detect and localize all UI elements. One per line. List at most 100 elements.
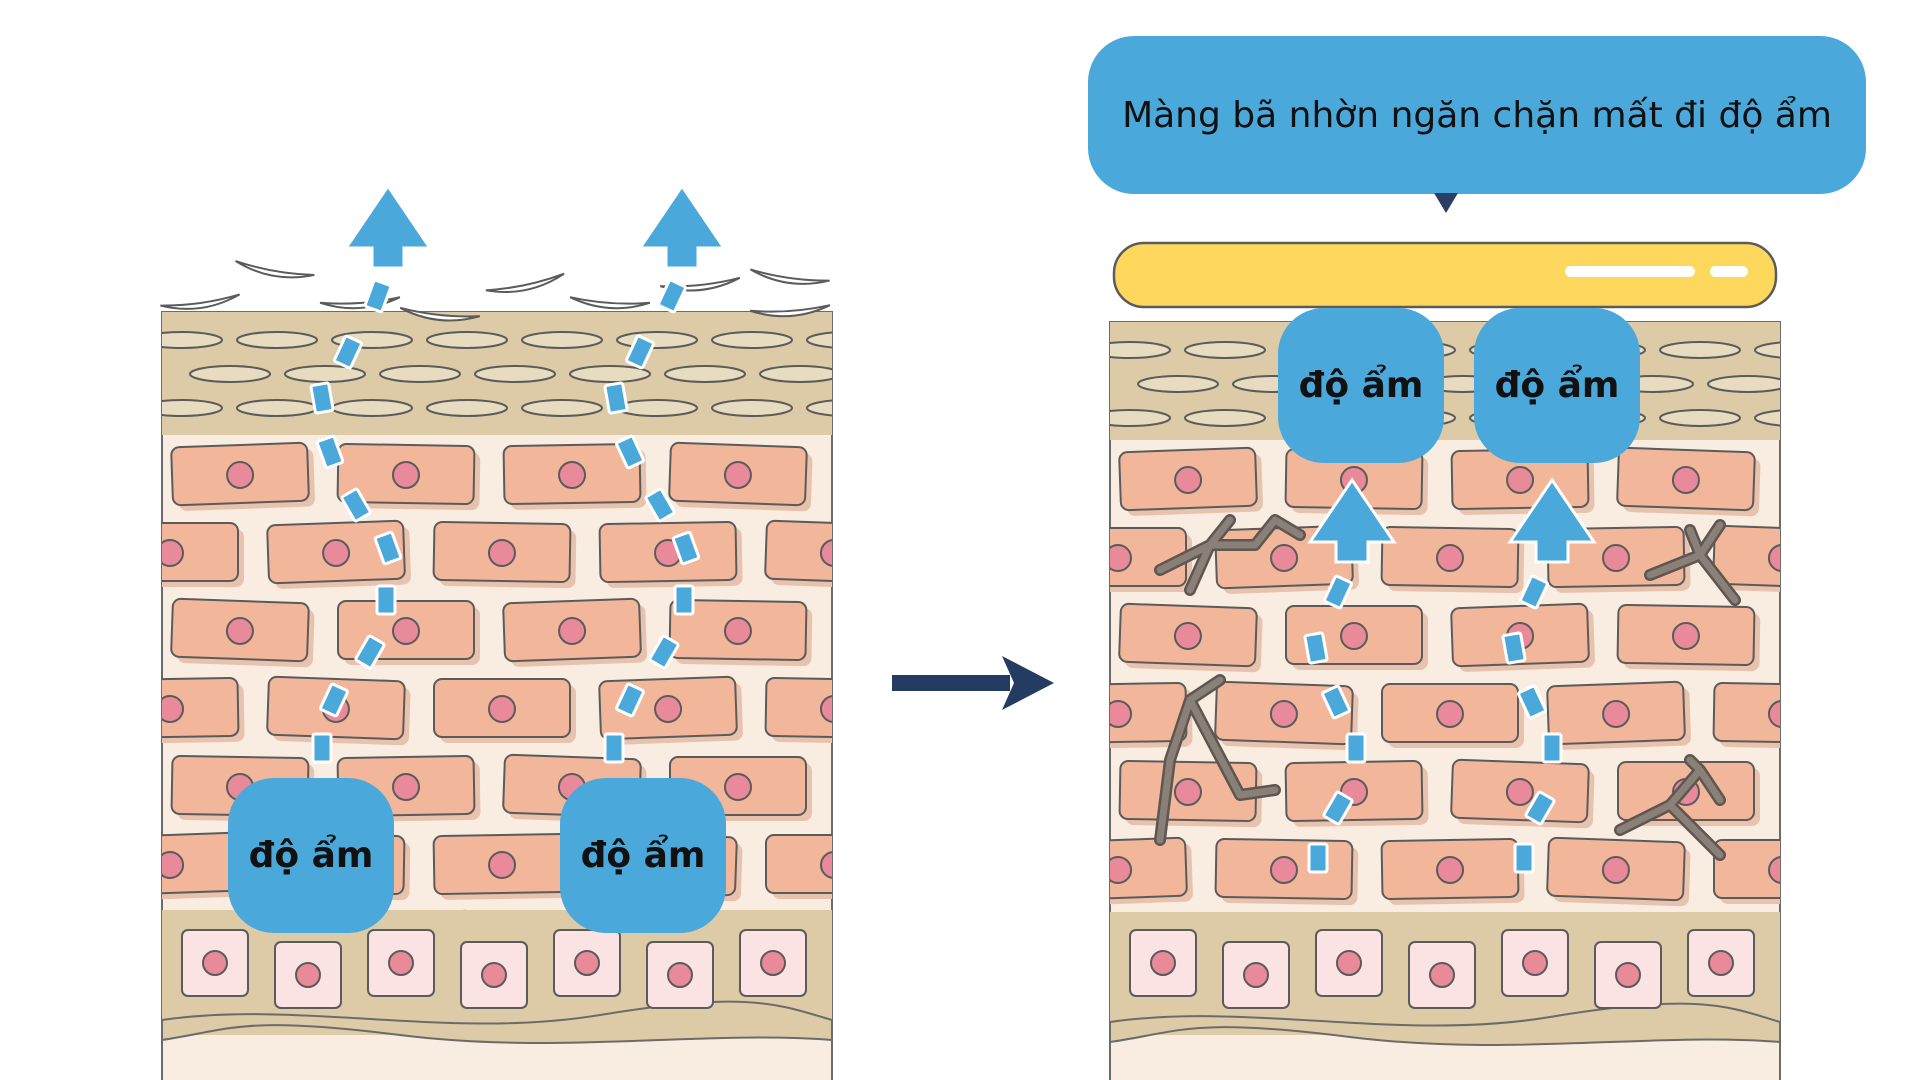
basal-nucleus: [1336, 950, 1362, 976]
cell-body: [836, 445, 972, 503]
cell-nucleus: [891, 774, 918, 801]
cell-body: [1712, 524, 1780, 590]
cell-nucleus: [1173, 621, 1202, 650]
moisture-droplet: [625, 334, 655, 370]
basal-nucleus: [1429, 962, 1455, 988]
skin-cell: [432, 520, 577, 589]
horny-cell: [711, 399, 793, 417]
skin-cell: [835, 911, 979, 980]
skin-cell: [170, 441, 315, 511]
moisture-loss-arrows: [343, 183, 727, 270]
cell-nucleus: [162, 850, 185, 879]
cell-body: [1880, 683, 1920, 743]
skin-flake: [235, 260, 315, 279]
cell-nucleus: [1839, 467, 1865, 493]
skin-cell: [1616, 603, 1761, 672]
moisture-droplet: [354, 634, 386, 670]
skin-cell: [1450, 758, 1595, 829]
cell-nucleus: [392, 772, 421, 801]
skin-cell: [1712, 681, 1780, 750]
horny-cell: [664, 365, 746, 383]
moisture-droplet: [373, 530, 403, 566]
cell-nucleus: [1839, 779, 1866, 806]
cell-body: [1712, 681, 1780, 745]
cell-body: [764, 676, 832, 740]
skin-cell: [162, 831, 245, 901]
dermis-wave: [1109, 1002, 1781, 1046]
skin-cell: [1546, 680, 1691, 750]
cell-body: [932, 523, 1068, 581]
cell-nucleus: [1602, 543, 1631, 572]
moisture-up-arrows: [1307, 477, 1597, 564]
moisture-droplet: [603, 732, 625, 764]
cell-nucleus: [1839, 623, 1865, 649]
moisture-droplet: [1513, 842, 1535, 874]
moisture-droplet: [311, 732, 333, 764]
moisture-label-text: độ ẩm: [1298, 365, 1424, 406]
horny-cell: [1754, 341, 1780, 359]
moisture-droplet: [615, 682, 645, 718]
skin-cell: [1214, 837, 1359, 906]
skin-cell: [170, 597, 315, 668]
callout-text: Màng bã nhờn ngăn chặn mất đi độ ẩm: [1122, 94, 1832, 136]
basal-nucleus: [481, 962, 507, 988]
horny-cell: [162, 399, 223, 417]
up-arrow-icon: [1507, 477, 1597, 564]
moisture-droplet: [1541, 732, 1563, 764]
skin-flake: [160, 293, 241, 310]
moisture-droplet: [1321, 684, 1351, 720]
basal-nucleus: [667, 962, 693, 988]
moisture-droplet: [657, 278, 687, 314]
up-arrow-icon: [1307, 477, 1397, 564]
cell-nucleus: [987, 852, 1014, 879]
basal-nucleus: [1522, 950, 1548, 976]
skin-cell: [432, 832, 577, 900]
horny-cell: [806, 399, 832, 417]
callout-pointer-icon: [1434, 193, 1458, 213]
basal-nucleus: [1708, 950, 1734, 976]
cell-nucleus: [1768, 856, 1780, 884]
basal-nucleus: [1615, 962, 1641, 988]
moisture-label-text: độ ẩm: [1494, 365, 1620, 406]
moisture-label-text: độ ẩm: [248, 835, 374, 876]
moisture-label-before-right: độ ẩm: [560, 778, 726, 933]
cell-nucleus: [654, 694, 683, 723]
cell-nucleus: [1767, 699, 1780, 728]
moisture-droplet: [1524, 790, 1556, 826]
moisture-droplets-escaping: [309, 278, 701, 764]
skin-cell: [1284, 759, 1429, 827]
moisture-droplet: [673, 584, 695, 616]
horny-cell: [162, 331, 223, 349]
horny-cell: [1184, 409, 1266, 427]
skin-cell: [433, 678, 576, 743]
moisture-label-text: độ ẩm: [580, 835, 706, 876]
horny-cell: [616, 331, 698, 349]
horny-cell: [284, 365, 366, 383]
horny-cell: [331, 399, 413, 417]
skin-cell: [1118, 602, 1263, 673]
cell-nucleus: [487, 538, 516, 567]
cell-body: [1783, 760, 1920, 823]
skin-cell: [1880, 528, 1920, 592]
cell-nucleus: [558, 460, 587, 489]
moisture-droplet: [1501, 631, 1527, 665]
basal-cells: [181, 929, 807, 1009]
skin-cell: [1879, 837, 1920, 906]
cell-nucleus: [1174, 465, 1203, 494]
horny-cell: [379, 365, 461, 383]
skin-cell: [1546, 836, 1691, 907]
skin-cell: [931, 832, 1075, 901]
cell-nucleus: [1057, 774, 1083, 800]
sebum-highlight-small: [1710, 266, 1748, 277]
cell-nucleus: [162, 694, 185, 723]
cell-shadow: [938, 684, 1075, 744]
horny-cell: [1184, 341, 1266, 359]
cell-nucleus: [225, 616, 254, 645]
cell-nucleus: [1056, 618, 1083, 645]
lipid-debris: [1154, 514, 1741, 861]
up-arrow-icon: [343, 183, 433, 270]
moisture-droplet: [309, 381, 335, 415]
basal-nucleus: [574, 950, 600, 976]
horny-cell: [474, 365, 556, 383]
horny-cell: [806, 331, 832, 349]
